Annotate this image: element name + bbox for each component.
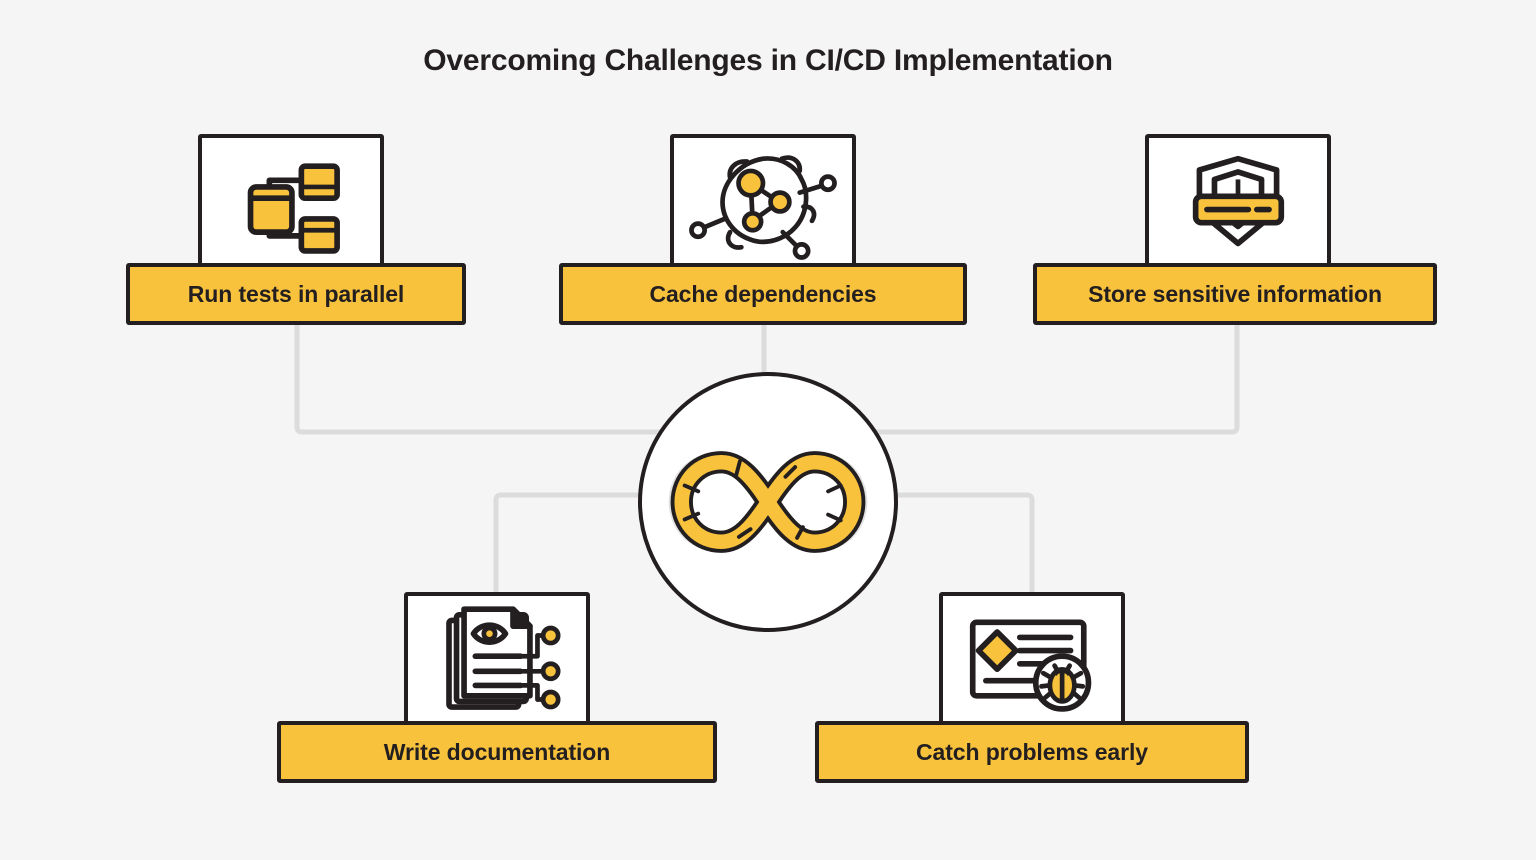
documents-eye-icon [446,606,561,710]
connector-run-tests [294,322,703,435]
devops-hub [638,372,898,632]
icon-card-write-documentation [404,592,590,728]
label-catch-problems-early[interactable]: Catch problems early [815,721,1249,783]
label-store-sensitive-information[interactable]: Store sensitive information [1033,263,1437,325]
label-write-documentation[interactable]: Write documentation [277,721,717,783]
label-run-tests-in-parallel[interactable]: Run tests in parallel [126,263,466,325]
label-cache-dependencies[interactable]: Cache dependencies [559,263,967,325]
code-bug-icon [969,619,1092,712]
icon-card-cache-dependencies [670,134,856,270]
icon-card-run-tests-in-parallel [198,134,384,270]
parallel-branches-icon [247,163,340,254]
icon-card-catch-problems-early [939,592,1125,728]
connector-store-sensitive [833,322,1240,435]
dependency-network-icon [689,155,837,260]
label-text: Write documentation [383,738,611,765]
label-text: Store sensitive information [1088,280,1382,307]
label-text: Run tests in parallel [187,280,405,307]
page-title: Overcoming Challenges in CI/CD Implement… [423,44,1113,77]
icon-card-store-sensitive-information [1145,134,1331,270]
devops-infinity-loop-icon [668,451,868,553]
connector-catch-problems [833,492,1035,595]
label-text: Cache dependencies [649,280,877,307]
connector-write-documentation [493,492,703,595]
label-text: Catch problems early [916,738,1148,765]
shield-password-icon [1192,155,1285,247]
